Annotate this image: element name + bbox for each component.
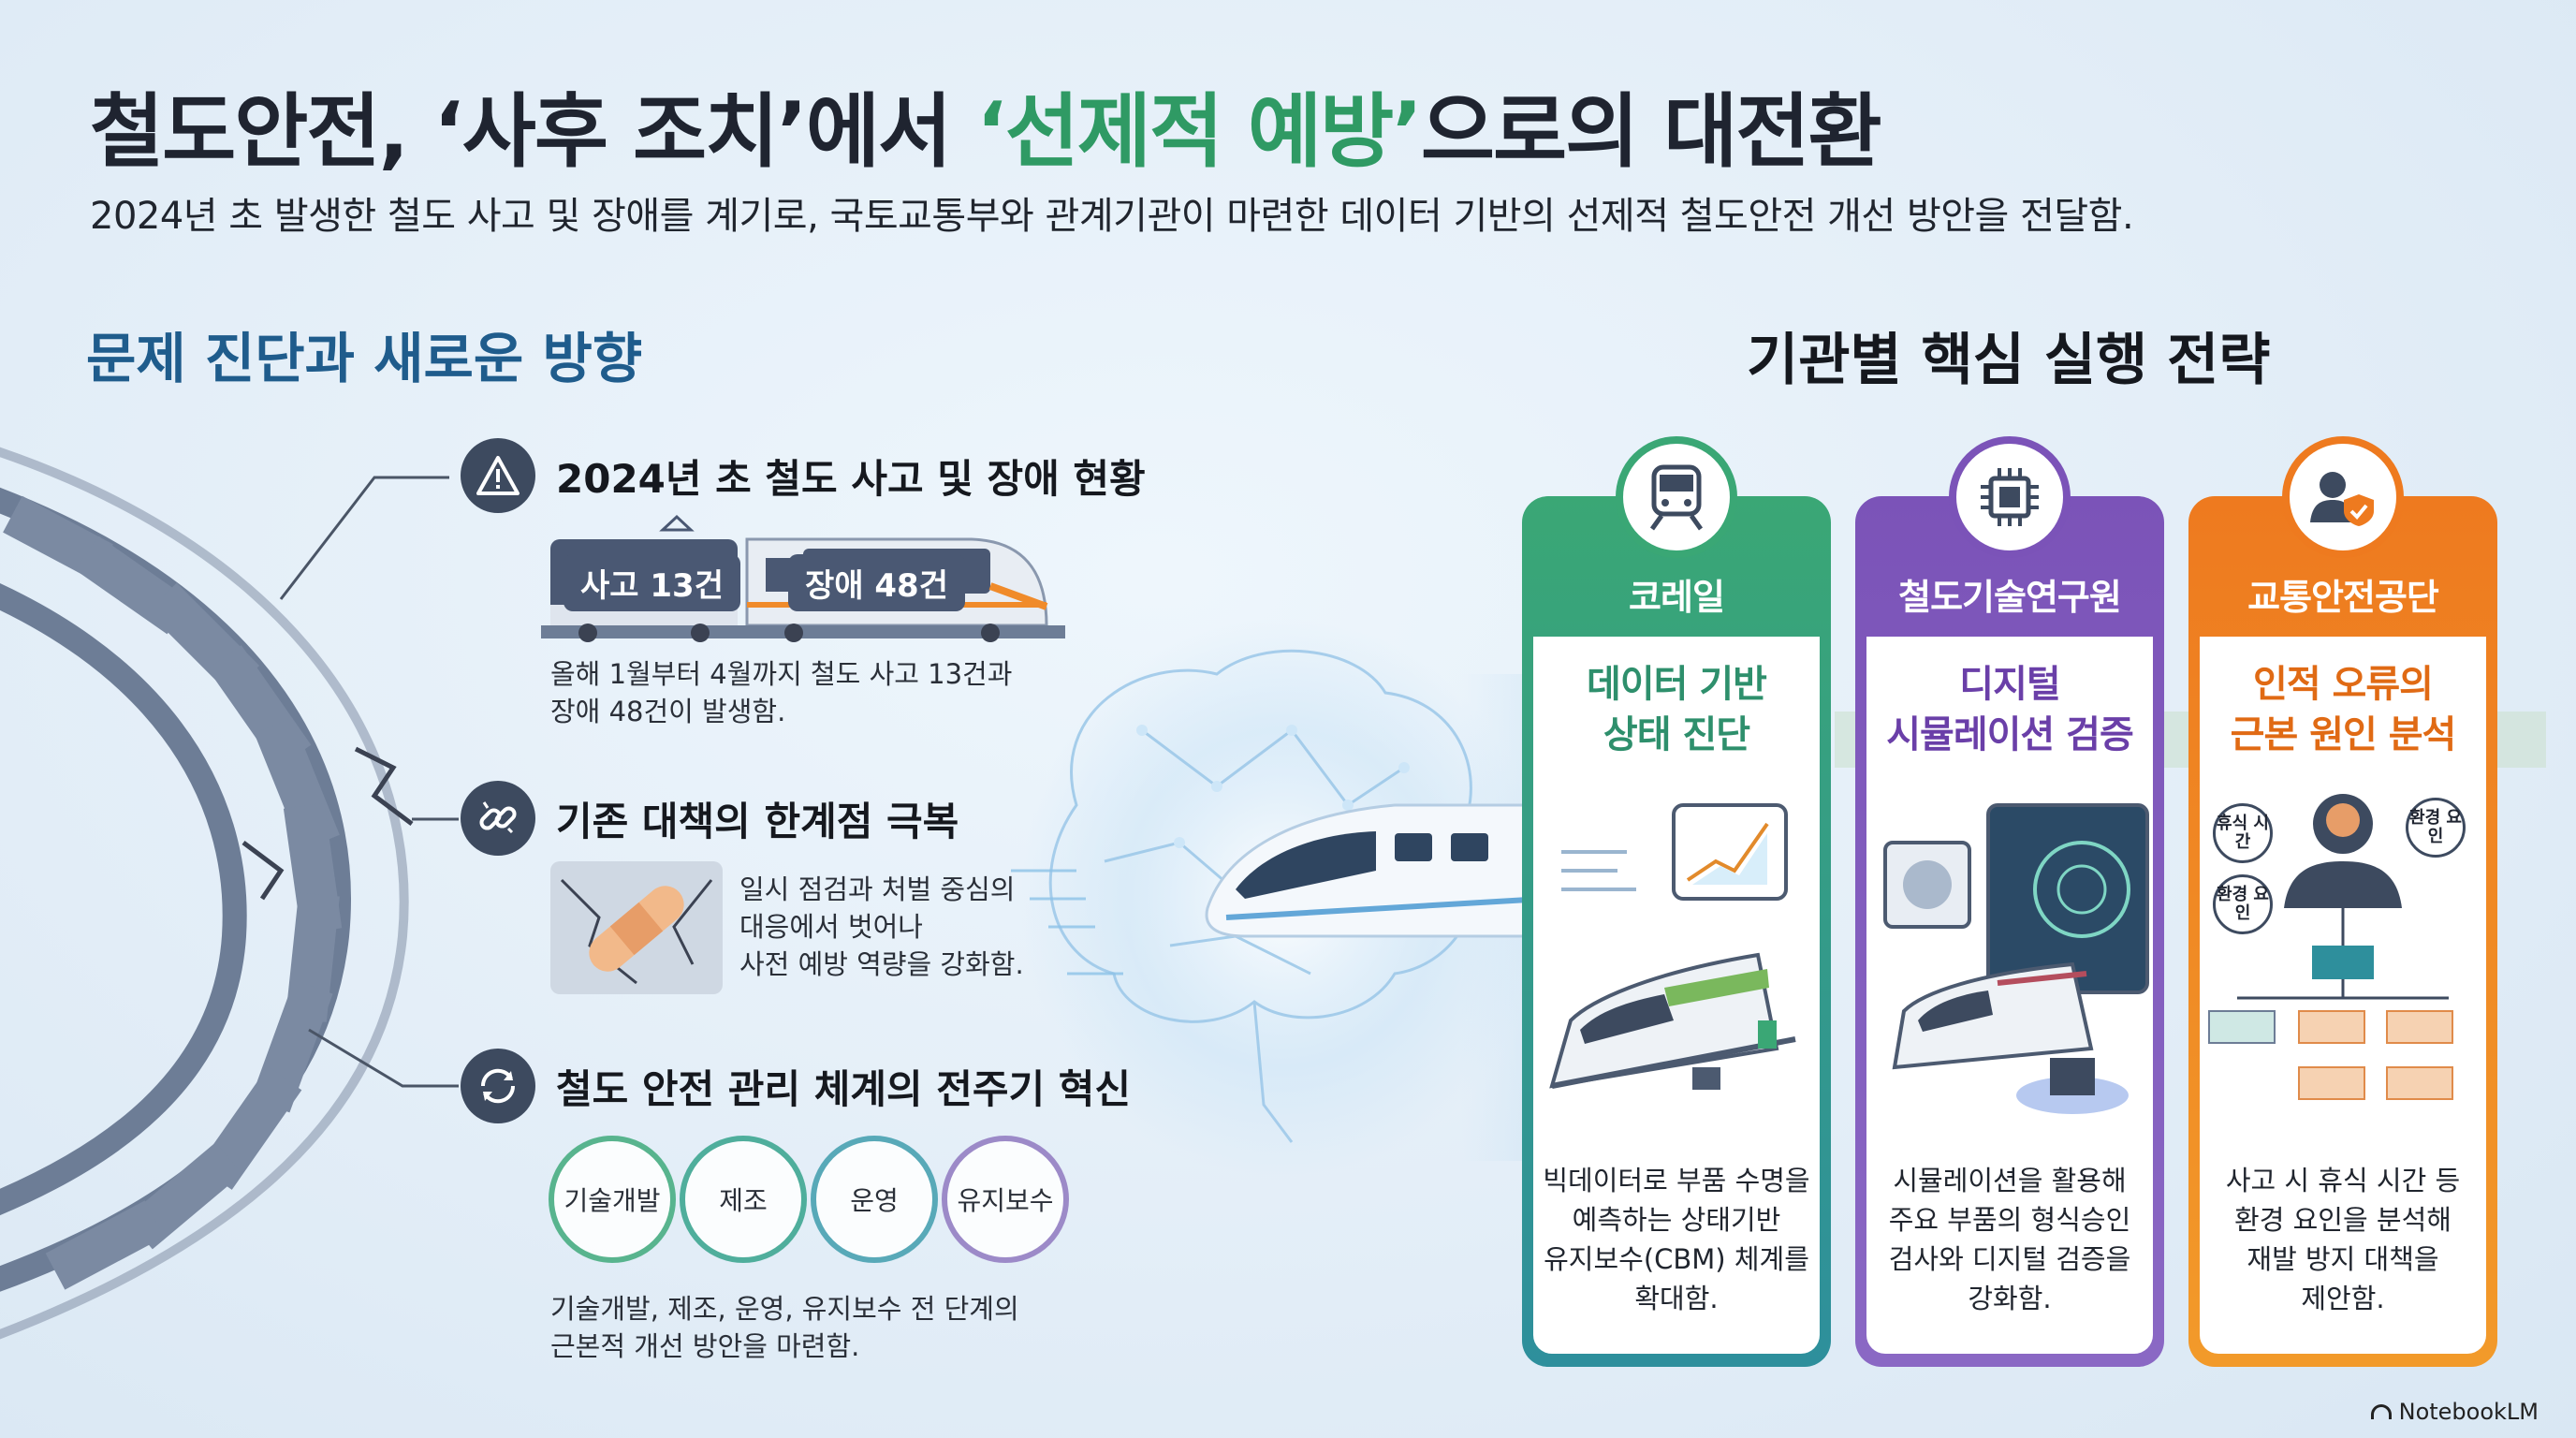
warning-icon: [461, 438, 535, 513]
user-shield-icon: [2282, 436, 2404, 558]
rest-time-label: 휴식 시간: [2213, 803, 2273, 863]
page-subtitle: 2024년 초 발생한 철도 사고 및 장애를 계기로, 국토교통부와 관계기관…: [90, 195, 2134, 238]
train-icon: [1616, 436, 1737, 558]
right-section-heading: 기관별 핵심 실행 전략: [1747, 328, 2271, 393]
accident-count-label: 사고 13건: [564, 554, 740, 611]
flow-step-rnd: 기술개발: [549, 1136, 676, 1263]
item-title: 2024년 초 철도 사고 및 장애 현황: [556, 455, 1146, 502]
krri-illustration: [1883, 803, 2149, 1114]
kotsa-illustration: [2208, 794, 2453, 1100]
title-accent: ‘선제적 예방’: [976, 85, 1423, 179]
watermark: NotebookLM: [2370, 1399, 2539, 1425]
broken-link-icon: [461, 781, 535, 856]
failure-count-label: 장애 48건: [788, 554, 965, 611]
bullet-train: [1205, 803, 1546, 938]
railway-sleepers: [3, 495, 343, 1290]
korail-illustration: [1549, 803, 1796, 1090]
item-title: 철도 안전 관리 체계의 전주기 혁신: [556, 1065, 1132, 1112]
data-streams: [1011, 869, 1123, 976]
card-focus: 디지털 시뮬레이션 검증: [1886, 663, 2134, 756]
notebooklm-logo-icon: [2370, 1404, 2392, 1419]
flow-step-maintenance: 유지보수: [942, 1136, 1069, 1263]
card-desc: 빅데이터로 부품 수명을 예측하는 상태기반 유지보수(CBM) 체계를 확대함…: [1543, 1165, 1810, 1314]
card-focus: 인적 오류의 근본 원인 분석: [2230, 663, 2457, 756]
item-title: 기존 대책의 한계점 극복: [556, 798, 959, 844]
card-org-name: 철도기술연구원: [1898, 577, 2122, 618]
left-section-heading: 문제 진단과 새로운 방향: [86, 327, 643, 390]
card-krri: 철도기술연구원 디지털 시뮬레이션 검증 시뮬레이션을 활용해 주요 부품의 형…: [1855, 496, 2164, 1367]
title-part1: 철도안전, ‘사후 조치’에서: [90, 85, 977, 179]
item-overcome-limits: 기존 대책의 한계점 극복: [461, 781, 959, 856]
card-focus: 데이터 기반 상태 진단: [1587, 663, 1767, 756]
card-desc: 시뮬레이션을 활용해 주요 부품의 형식승인 검사와 디지털 검증을 강화함.: [1888, 1165, 2131, 1314]
item-accident-status: 2024년 초 철도 사고 및 장애 현황: [461, 438, 1146, 513]
flow-step-manufacturing: 제조: [680, 1136, 807, 1263]
item-lifecycle-innovation: 철도 안전 관리 체계의 전주기 혁신: [461, 1049, 1131, 1123]
flow-step-operation: 운영: [811, 1136, 938, 1263]
track-crack: [354, 746, 414, 826]
chip-icon: [1949, 436, 2071, 558]
environment-factor-label: 환경 요인: [2213, 874, 2273, 934]
card-org-name: 교통안전공단: [2247, 577, 2439, 618]
card-desc: 사고 시 휴식 시간 등 환경 요인을 분석해 재발 방지 대책을 제안함.: [2225, 1165, 2461, 1314]
environment-factor-label: 환경 요인: [2406, 798, 2466, 858]
page-title: 철도안전, ‘사후 조치’에서 ‘선제적 예방’으로의 대전환: [90, 66, 1882, 183]
cycle-icon: [461, 1049, 535, 1123]
item-desc: 일시 점검과 처벌 중심의 대응에서 벗어나 사전 예방 역량을 강화함.: [739, 873, 1024, 980]
title-part2: 으로의 대전환: [1420, 85, 1882, 179]
item-connectors: [279, 476, 459, 1088]
card-korail: 코레일 데이터 기반 상태 진단 빅데이터로 부품 수명을 예측하는 상태기반 …: [1522, 496, 1831, 1367]
item-desc: 올해 1월부터 4월까지 철도 사고 13건과 장애 48건이 발생함.: [550, 658, 1013, 727]
item-desc: 기술개발, 제조, 운영, 유지보수 전 단계의 근본적 개선 방안을 마련함.: [550, 1293, 1019, 1362]
card-org-name: 코레일: [1629, 577, 1725, 618]
